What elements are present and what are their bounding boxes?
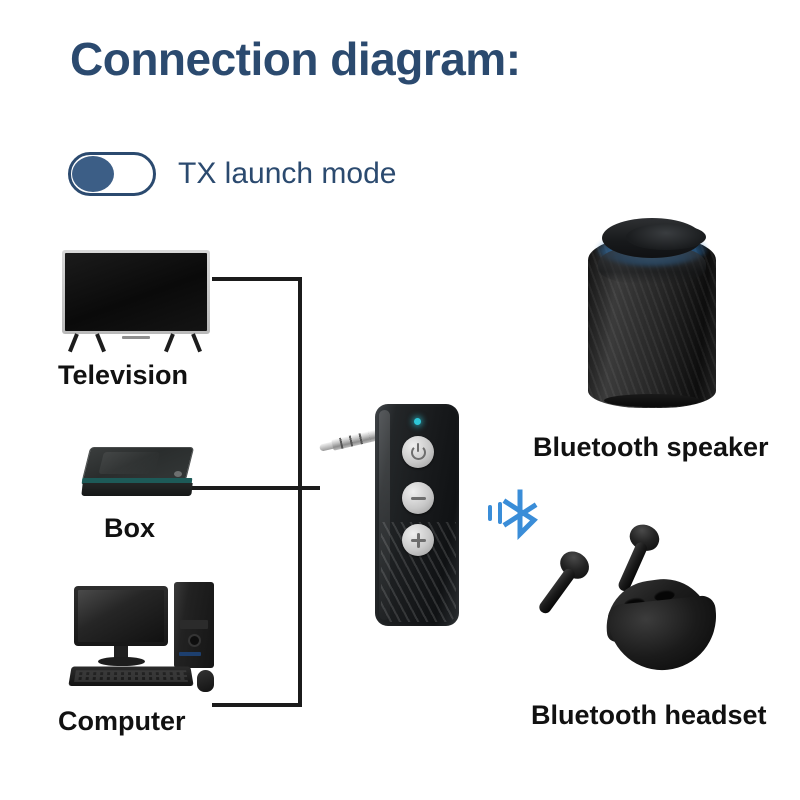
tower-disc-icon <box>188 634 201 647</box>
connector-line-television <box>212 277 302 281</box>
status-led-icon <box>414 418 421 425</box>
power-button[interactable] <box>402 436 434 468</box>
speaker-top <box>602 218 706 258</box>
bluetooth-headset-label: Bluetooth headset <box>531 700 767 730</box>
adapter-highlight <box>379 410 390 620</box>
monitor-neck <box>114 646 128 659</box>
toggle-knob[interactable] <box>72 156 114 192</box>
bluetooth-icon <box>484 482 546 544</box>
connector-line-trunk <box>298 277 302 707</box>
monitor-screen <box>78 590 164 642</box>
tv-leg-right <box>170 334 196 351</box>
tv-bezel <box>62 250 210 334</box>
speaker-base <box>604 394 700 407</box>
box-indicator-icon <box>174 471 182 477</box>
charging-case-body <box>606 594 722 676</box>
tv-screen <box>65 253 207 331</box>
plus-icon-vertical <box>416 532 420 548</box>
page-title: Connection diagram: <box>70 33 521 85</box>
tx-launch-mode-row: TX launch mode <box>68 152 396 196</box>
earbud-left-stem <box>536 566 578 616</box>
box-label: Box <box>104 513 156 543</box>
tv-brand-badge <box>122 336 150 339</box>
earbuds-icon <box>536 518 758 678</box>
volume-down-button[interactable] <box>402 482 434 514</box>
mouse-icon <box>197 670 214 692</box>
speaker-top-inner <box>626 224 706 250</box>
tx-launch-mode-toggle[interactable] <box>68 152 156 196</box>
smart-speaker-icon <box>588 218 716 408</box>
tower-drive-bay <box>180 620 208 629</box>
tv-leg-left <box>74 334 100 351</box>
monitor-base <box>98 657 145 666</box>
bluetooth-speaker-label: Bluetooth speaker <box>533 432 769 462</box>
computer-label: Computer <box>58 706 186 736</box>
bluetooth-audio-transmitter <box>318 400 493 635</box>
connector-line-box <box>186 486 320 490</box>
minus-icon <box>410 496 426 500</box>
set-top-box-icon <box>80 447 198 505</box>
keyboard-icon <box>68 666 194 686</box>
monitor-bezel <box>74 586 168 646</box>
television-label: Television <box>58 360 189 390</box>
desktop-computer-icon <box>62 578 222 692</box>
connector-line-computer <box>212 703 302 707</box>
volume-up-button[interactable] <box>402 524 434 556</box>
box-front-panel <box>81 483 193 496</box>
tx-launch-mode-label: TX launch mode <box>178 157 397 190</box>
computer-tower <box>174 582 214 668</box>
tower-badge <box>179 652 201 656</box>
adapter-body <box>375 404 459 626</box>
television-icon <box>62 250 210 352</box>
power-icon <box>410 442 426 460</box>
